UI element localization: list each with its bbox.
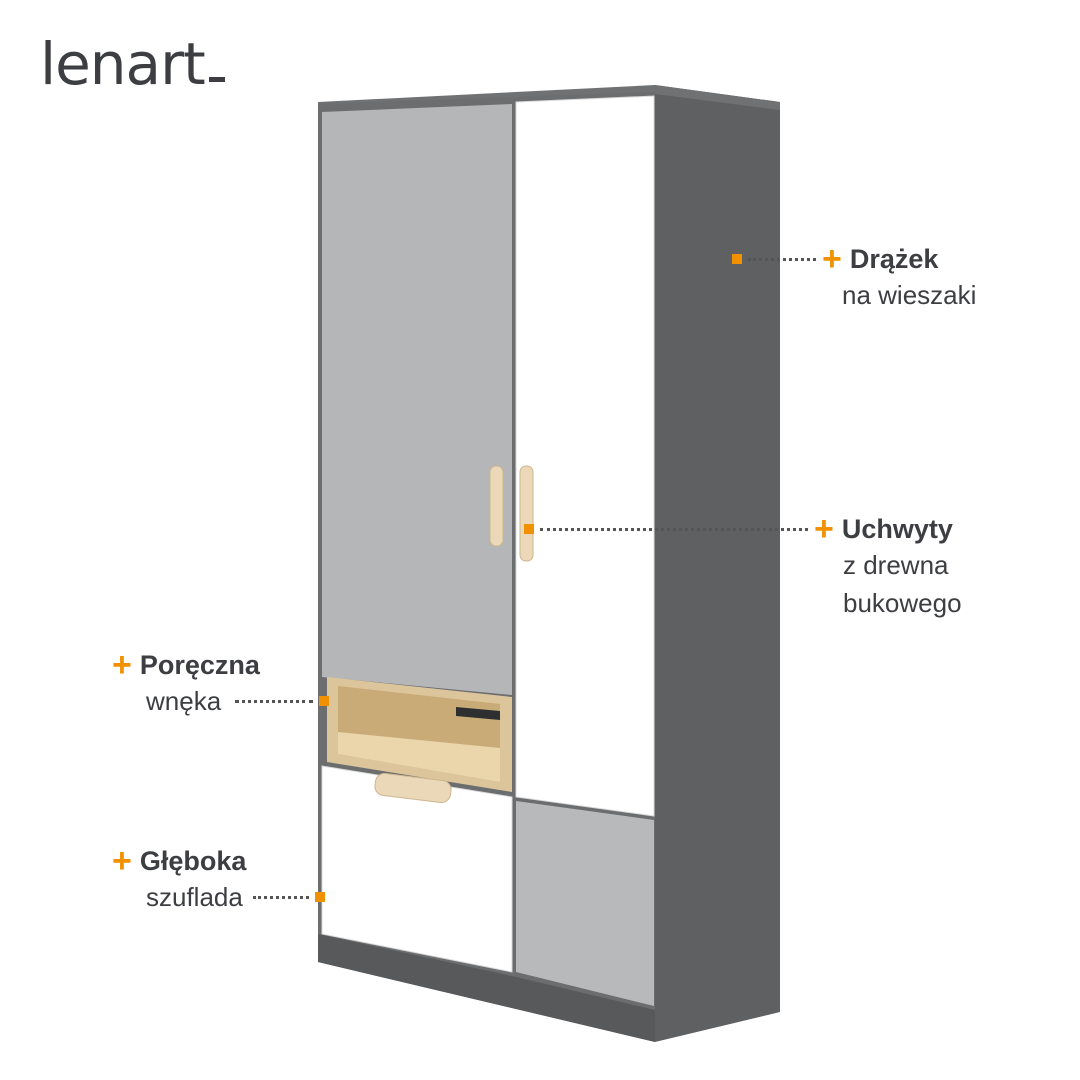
right-door-handle [519, 465, 534, 562]
callout-rail: + Drążek na wieszaki [732, 242, 976, 314]
leader-dots [748, 257, 816, 261]
plus-icon: + [112, 646, 132, 684]
marker-square [732, 254, 742, 264]
marker-square [314, 892, 325, 902]
callout-handles-line1: z drewna [843, 550, 949, 580]
callout-drawer-subtitle: szuflada [146, 882, 243, 912]
plus-icon: + [822, 240, 842, 278]
wardrobe-side-panel [655, 85, 780, 1042]
left-door-handle [489, 465, 504, 547]
callout-drawer: + Głęboka szuflada [112, 844, 325, 916]
right-door [515, 95, 655, 817]
drawer-handle [374, 772, 452, 804]
callout-niche-subtitle: wnęka [146, 686, 222, 716]
left-door [322, 104, 512, 695]
niche-back-gap [456, 707, 500, 720]
callout-rail-subtitle: na wieszaki [842, 280, 977, 310]
plus-icon: + [112, 842, 132, 880]
leader-dots [540, 527, 808, 531]
niche-floor [338, 732, 500, 782]
callout-handles-line2: bukowego [843, 588, 962, 618]
brand-logo: lenart [40, 30, 225, 98]
marker-square [524, 524, 534, 534]
right-lower-panel [516, 801, 654, 1006]
callout-handles-title: Uchwyty [841, 514, 953, 544]
callout-niche-title: Poręczna [139, 650, 260, 680]
leader-dots [235, 699, 314, 703]
plus-icon: + [814, 510, 834, 548]
logo-text: lenart [40, 30, 206, 98]
callout-rail-title: Drążek [849, 244, 939, 274]
wardrobe-plinth [318, 934, 655, 1042]
callout-handles: + Uchwyty z drewna bukowego [524, 512, 962, 622]
leader-dots [252, 895, 309, 899]
marker-square [319, 696, 330, 706]
callout-niche: + Poręczna wnęka [112, 646, 330, 720]
logo-underscore-mark [208, 77, 225, 82]
callout-drawer-title: Głęboka [139, 846, 247, 876]
